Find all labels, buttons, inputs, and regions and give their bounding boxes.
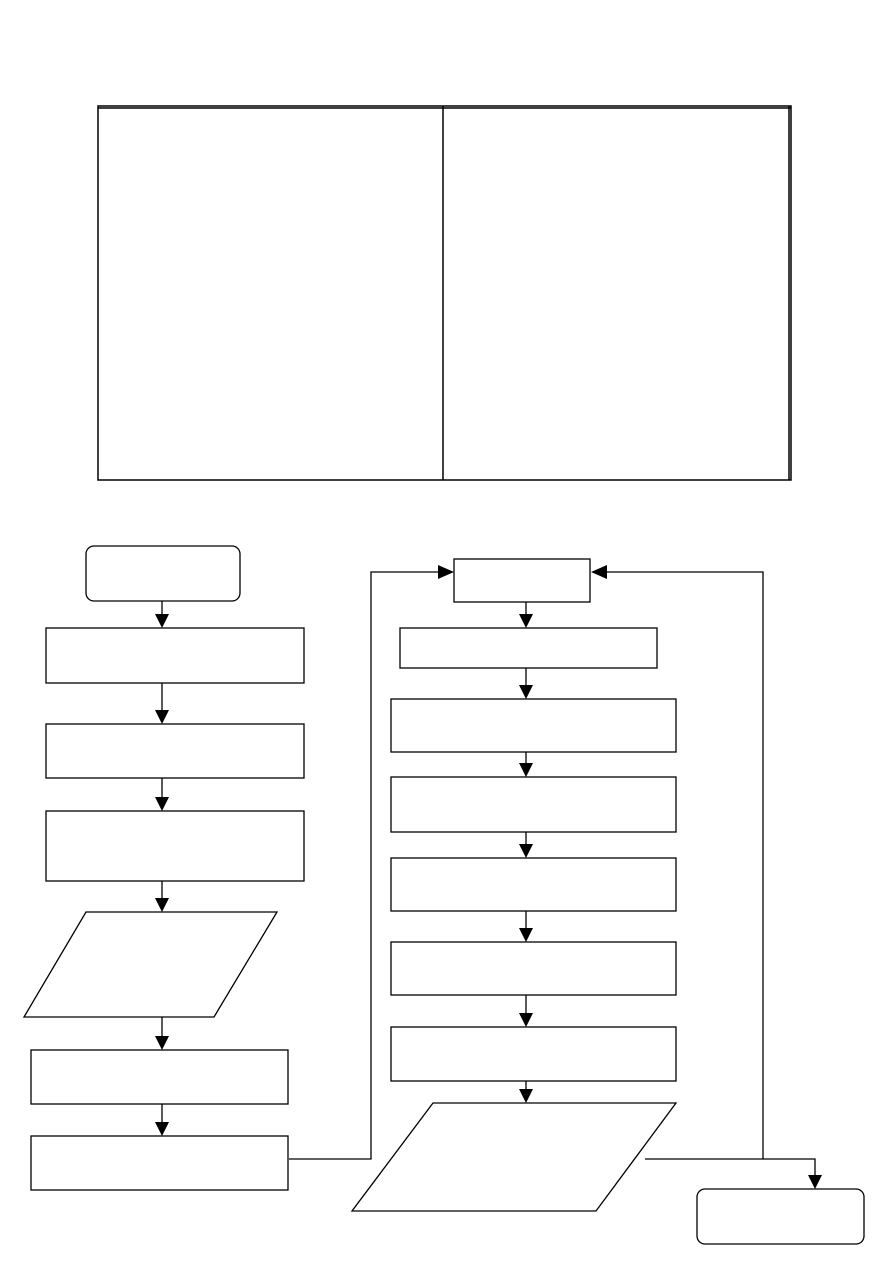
right-step-2-box bbox=[390, 698, 677, 753]
right-output-parallelogram bbox=[350, 1102, 678, 1212]
left-step-1-box bbox=[45, 627, 305, 684]
arrowheads bbox=[155, 565, 822, 1189]
start-terminator bbox=[85, 545, 241, 602]
edge-right-output-to-loop-head bbox=[607, 571, 764, 1160]
arrowhead-right-output bbox=[519, 1089, 533, 1103]
node-start bbox=[85, 545, 241, 602]
left-step-5-box bbox=[30, 1135, 289, 1191]
table-frame bbox=[97, 105, 792, 481]
right-step-4-box bbox=[390, 857, 677, 912]
arrowhead-left-step-4 bbox=[155, 1036, 169, 1050]
arrowhead-right-step-2 bbox=[519, 685, 533, 699]
arrowhead-left-step-5 bbox=[155, 1122, 169, 1136]
node-left-step-4 bbox=[30, 1049, 289, 1105]
edge-right-output-to-end bbox=[763, 1158, 816, 1175]
right-step-1-box bbox=[399, 627, 658, 669]
end-terminator bbox=[696, 1188, 865, 1245]
node-end bbox=[696, 1188, 865, 1245]
node-left-step-5 bbox=[30, 1135, 289, 1191]
node-right-step-6 bbox=[390, 1026, 677, 1082]
arrowhead-right-step-6 bbox=[519, 1013, 533, 1027]
node-left-step-2 bbox=[45, 723, 305, 779]
loop-head-box bbox=[453, 558, 591, 603]
arrowhead-loop-head-left bbox=[438, 565, 454, 579]
arrowhead-loop-head-right bbox=[591, 565, 607, 579]
node-right-step-3 bbox=[390, 776, 677, 833]
arrowhead-right-step-1 bbox=[519, 614, 533, 628]
left-step-2-box bbox=[45, 723, 305, 779]
table-outline bbox=[97, 105, 792, 481]
node-left-input bbox=[22, 911, 279, 1018]
node-left-step-1 bbox=[45, 627, 305, 684]
right-step-3-box bbox=[390, 776, 677, 833]
arrowhead-right-step-5 bbox=[519, 928, 533, 942]
arrowhead-right-step-3 bbox=[519, 763, 533, 777]
node-loop-head bbox=[453, 558, 591, 603]
node-left-step-3 bbox=[45, 810, 305, 882]
right-step-6-box bbox=[390, 1026, 677, 1082]
node-right-step-4 bbox=[390, 857, 677, 912]
left-step-3-box bbox=[45, 810, 305, 882]
left-input-parallelogram bbox=[22, 911, 279, 1018]
left-step-4-box bbox=[30, 1049, 289, 1105]
right-step-5-box bbox=[390, 941, 677, 996]
node-right-step-5 bbox=[390, 941, 677, 996]
node-right-output bbox=[350, 1102, 678, 1212]
arrowhead-right-step-4 bbox=[519, 844, 533, 858]
arrowhead-left-step-1 bbox=[155, 614, 169, 628]
edge-left-step-5-to-loop-head bbox=[289, 571, 438, 1160]
node-right-step-1 bbox=[399, 627, 658, 669]
connectors bbox=[161, 571, 816, 1175]
arrowhead-left-input bbox=[155, 898, 169, 912]
arrowhead-left-step-2 bbox=[155, 710, 169, 724]
arrowhead-end bbox=[808, 1175, 822, 1189]
node-right-step-2 bbox=[390, 698, 677, 753]
arrowhead-left-step-3 bbox=[155, 797, 169, 811]
